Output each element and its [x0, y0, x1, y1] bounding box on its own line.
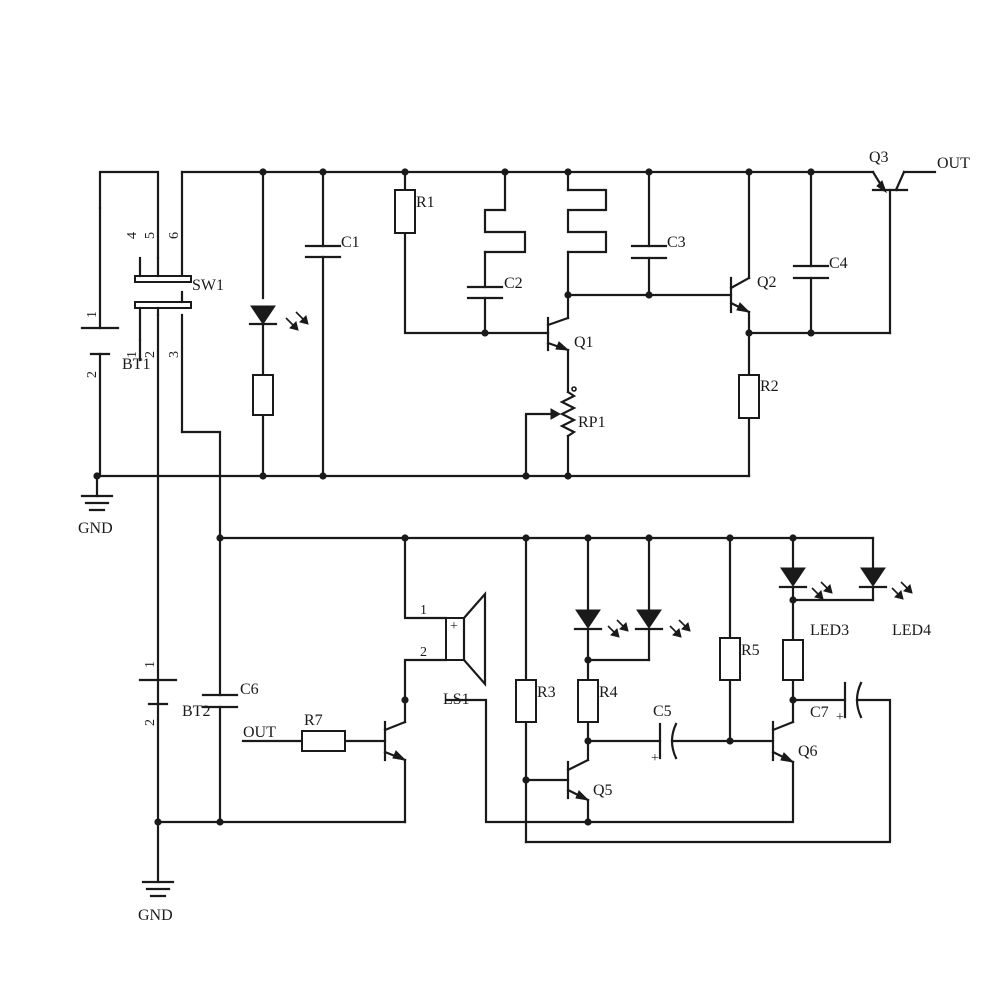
- label-c4: C4: [829, 255, 848, 272]
- label-led4: LED4: [892, 622, 931, 639]
- pin-sw-2: 2: [143, 351, 158, 358]
- pin-bt1-2: 2: [85, 371, 100, 378]
- label-c2: C2: [504, 275, 523, 292]
- label-r1: R1: [416, 194, 435, 211]
- top-circuit-wires: [95, 170, 937, 824]
- pin-sw-3: 3: [167, 351, 182, 358]
- pin-sw-5: 5: [143, 232, 158, 239]
- label-q6: Q6: [798, 743, 818, 760]
- capacitor-c2: [466, 285, 504, 300]
- pin-ls1-2: 2: [420, 645, 427, 660]
- pin-sw-6: 6: [167, 232, 182, 239]
- ground-symbol-bottom: [141, 880, 175, 898]
- pin-ls1-1: 1: [420, 603, 427, 618]
- transistor-q5: [566, 758, 590, 802]
- component-labels: Q3 OUT SW1 BT1 R1 C1 C2 C3 Q2 C4 Q1 R2 R…: [78, 149, 970, 924]
- label-ls1: LS1: [443, 691, 470, 708]
- led-mid-left: [573, 609, 629, 638]
- label-bt2: BT2: [182, 703, 210, 720]
- label-c5: C5: [653, 703, 672, 720]
- pin-bt2-1: 1: [143, 661, 158, 668]
- label-r5: R5: [741, 642, 760, 659]
- coil-1: [483, 208, 527, 254]
- top-junctions: [93, 168, 815, 480]
- label-led3: LED3: [810, 622, 849, 639]
- pin-sw-1: 1: [125, 351, 140, 358]
- transistor-q2: [729, 276, 751, 314]
- transistor-speaker-driver: [383, 720, 407, 762]
- resistor-r2: [738, 374, 760, 419]
- label-out-top: OUT: [937, 155, 970, 172]
- pin-bt1-1: 1: [85, 311, 100, 318]
- capacitor-c4: [792, 264, 830, 280]
- capacitor-c7: [843, 681, 863, 719]
- label-bt1: BT1: [122, 356, 150, 373]
- label-sw1: SW1: [192, 277, 224, 294]
- pin-sw-4: 4: [125, 232, 140, 239]
- label-r7: R7: [304, 712, 323, 729]
- battery-bt1: [80, 326, 120, 356]
- label-rp1: RP1: [578, 414, 606, 431]
- resistor-r3: [515, 679, 537, 723]
- transistor-q1: [546, 316, 570, 352]
- ground-symbol-top: [80, 494, 114, 512]
- label-c3: C3: [667, 234, 686, 251]
- label-gnd-bottom: GND: [138, 907, 173, 924]
- battery-bt2: [138, 678, 178, 706]
- speaker-ls1: [445, 591, 487, 687]
- capacitor-c6: [201, 693, 239, 709]
- resistor-r5: [719, 637, 741, 681]
- label-c1: C1: [341, 234, 360, 251]
- led-mid-right: [634, 609, 691, 638]
- bottom-junctions: [154, 534, 797, 826]
- resistor-led3: [782, 639, 804, 681]
- transistor-q3: [871, 170, 909, 194]
- pin-numbers: 4 5 6 1 2 3 1 2 1 2 1 2 + + +: [85, 232, 844, 766]
- bottom-circuit-wires: [156, 536, 892, 884]
- transistor-q6: [771, 720, 795, 764]
- led4: [858, 567, 913, 600]
- capacitor-c5: [658, 722, 678, 760]
- capacitor-c1: [304, 244, 342, 259]
- coil-2: [566, 188, 608, 254]
- switch-sw1: [134, 256, 192, 362]
- label-r2: R2: [760, 378, 779, 395]
- polarity-c7: +: [836, 710, 844, 725]
- label-gnd-top: GND: [78, 520, 113, 537]
- label-q3: Q3: [869, 149, 889, 166]
- label-q2: Q2: [757, 274, 777, 291]
- capacitor-c3: [630, 244, 668, 260]
- label-r3: R3: [537, 684, 556, 701]
- label-out-bottom: OUT: [243, 724, 276, 741]
- label-c6: C6: [240, 681, 259, 698]
- led-top: [248, 305, 309, 331]
- polarity-ls: +: [450, 619, 458, 634]
- resistor-r4: [577, 679, 599, 723]
- led3: [778, 567, 833, 600]
- label-c7: C7: [810, 704, 829, 721]
- resistor-r1: [394, 189, 416, 234]
- potentiometer-rp1: [545, 386, 577, 438]
- label-r4: R4: [599, 684, 618, 701]
- pin-bt2-2: 2: [143, 719, 158, 726]
- resistor-led-top: [252, 374, 274, 416]
- label-q5: Q5: [593, 782, 613, 799]
- polarity-c5: +: [651, 751, 659, 766]
- label-q1: Q1: [574, 334, 594, 351]
- resistor-r7: [301, 730, 346, 752]
